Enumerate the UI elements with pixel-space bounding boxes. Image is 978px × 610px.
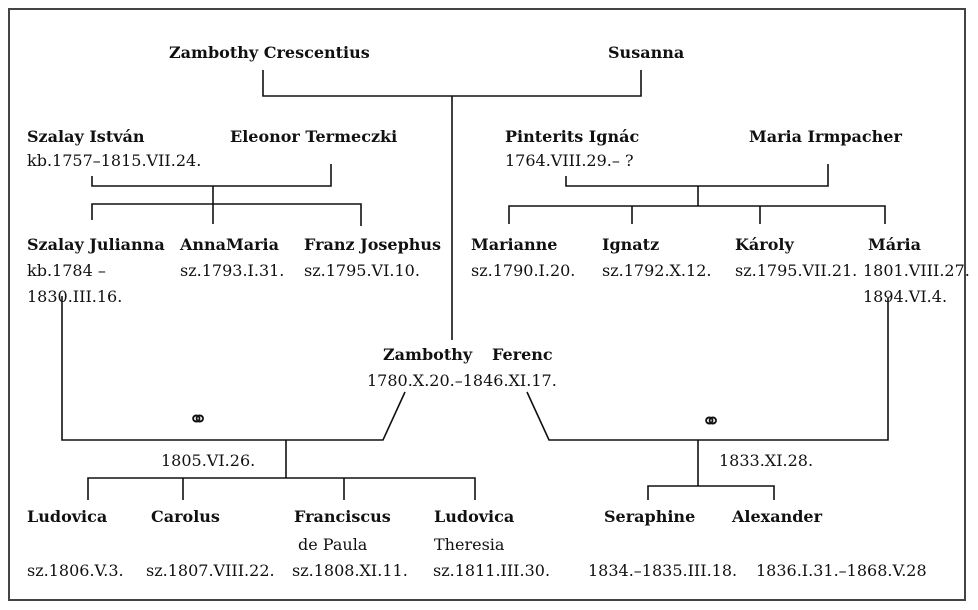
connector-children1	[87, 477, 476, 500]
diagram-frame	[8, 8, 966, 601]
person-szalay-istvan: Szalay István	[27, 127, 145, 146]
dates-maria-1: 1801.VIII.27.	[863, 261, 970, 280]
dates-pinterits-ignac: 1764.VIII.29.– ?	[505, 151, 634, 170]
child-ludovica-theresia-sub: Theresia	[434, 535, 505, 554]
dates-seraphine: 1834.–1835.III.18.	[588, 561, 738, 580]
connector-szalay-children	[91, 203, 362, 226]
dates-szalay-julianna-2: 1830.III.16.	[27, 287, 123, 306]
person-zambothy-crescentius: Zambothy Crescentius	[169, 43, 370, 62]
person-annamaria: AnnaMaria	[180, 235, 279, 254]
person-ferenc-last: Ferenc	[492, 345, 553, 364]
dates-szalay-istvan: kb.1757–1815.VII.24.	[27, 151, 202, 170]
person-franz-josephus: Franz Josephus	[304, 235, 442, 254]
dates-marianne: sz.1790.I.20.	[471, 261, 576, 280]
child-franciscus-sub: de Paula	[298, 535, 368, 554]
dates-zambothy-ferenc: 1780.X.20.–1846.XI.17.	[367, 371, 557, 390]
dates-ludovica-theresia: sz.1811.III.30.	[433, 561, 551, 580]
child-alexander: Alexander	[732, 507, 823, 526]
dates-ludovica: sz.1806.V.3.	[27, 561, 124, 580]
marriage-rings-icon-2: ⚭	[701, 407, 722, 435]
dates-ignatz: sz.1792.X.12.	[602, 261, 712, 280]
person-szalay-julianna: Szalay Julianna	[27, 235, 165, 254]
person-pinterits-ignac: Pinterits Ignác	[505, 127, 640, 146]
dates-szalay-julianna-1: kb.1784 –	[27, 261, 106, 280]
connector-pinterits-children	[508, 205, 886, 224]
connector-szalay-couple	[91, 164, 332, 187]
dates-annamaria: sz.1793.I.31.	[180, 261, 285, 280]
child-franciscus: Franciscus	[294, 507, 391, 526]
marriage-date-1: 1805.VI.26.	[161, 451, 256, 470]
connector-marriage1	[61, 296, 406, 441]
child-ludovica-theresia: Ludovica	[434, 507, 515, 526]
dates-maria-2: 1894.VI.4.	[863, 287, 948, 306]
person-susanna: Susanna	[608, 43, 685, 62]
child-seraphine: Seraphine	[604, 507, 696, 526]
person-karoly: Károly	[735, 235, 794, 254]
connector-marriage2	[526, 298, 889, 441]
connector-pinterits-couple	[565, 164, 829, 187]
person-eleonor-termeczki: Eleonor Termeczki	[230, 127, 398, 146]
person-ignatz: Ignatz	[602, 235, 660, 254]
marriage-rings-icon-1: ⚭	[188, 405, 209, 433]
person-marianne: Marianne	[471, 235, 558, 254]
connector-children2	[647, 485, 775, 500]
child-ludovica: Ludovica	[27, 507, 108, 526]
connector-top-couple	[262, 70, 642, 97]
marriage-date-2: 1833.XI.28.	[719, 451, 814, 470]
person-zambothy-first: Zambothy	[383, 345, 473, 364]
person-maria: Mária	[868, 235, 921, 254]
dates-carolus: sz.1807.VIII.22.	[146, 561, 275, 580]
child-carolus: Carolus	[151, 507, 220, 526]
person-maria-irmpacher: Maria Irmpacher	[749, 127, 902, 146]
dates-franz-josephus: sz.1795.VI.10.	[304, 261, 420, 280]
dates-karoly: sz.1795.VII.21.	[735, 261, 858, 280]
dates-alexander: 1836.I.31.–1868.V.28	[756, 561, 927, 580]
dates-franciscus: sz.1808.XI.11.	[292, 561, 408, 580]
